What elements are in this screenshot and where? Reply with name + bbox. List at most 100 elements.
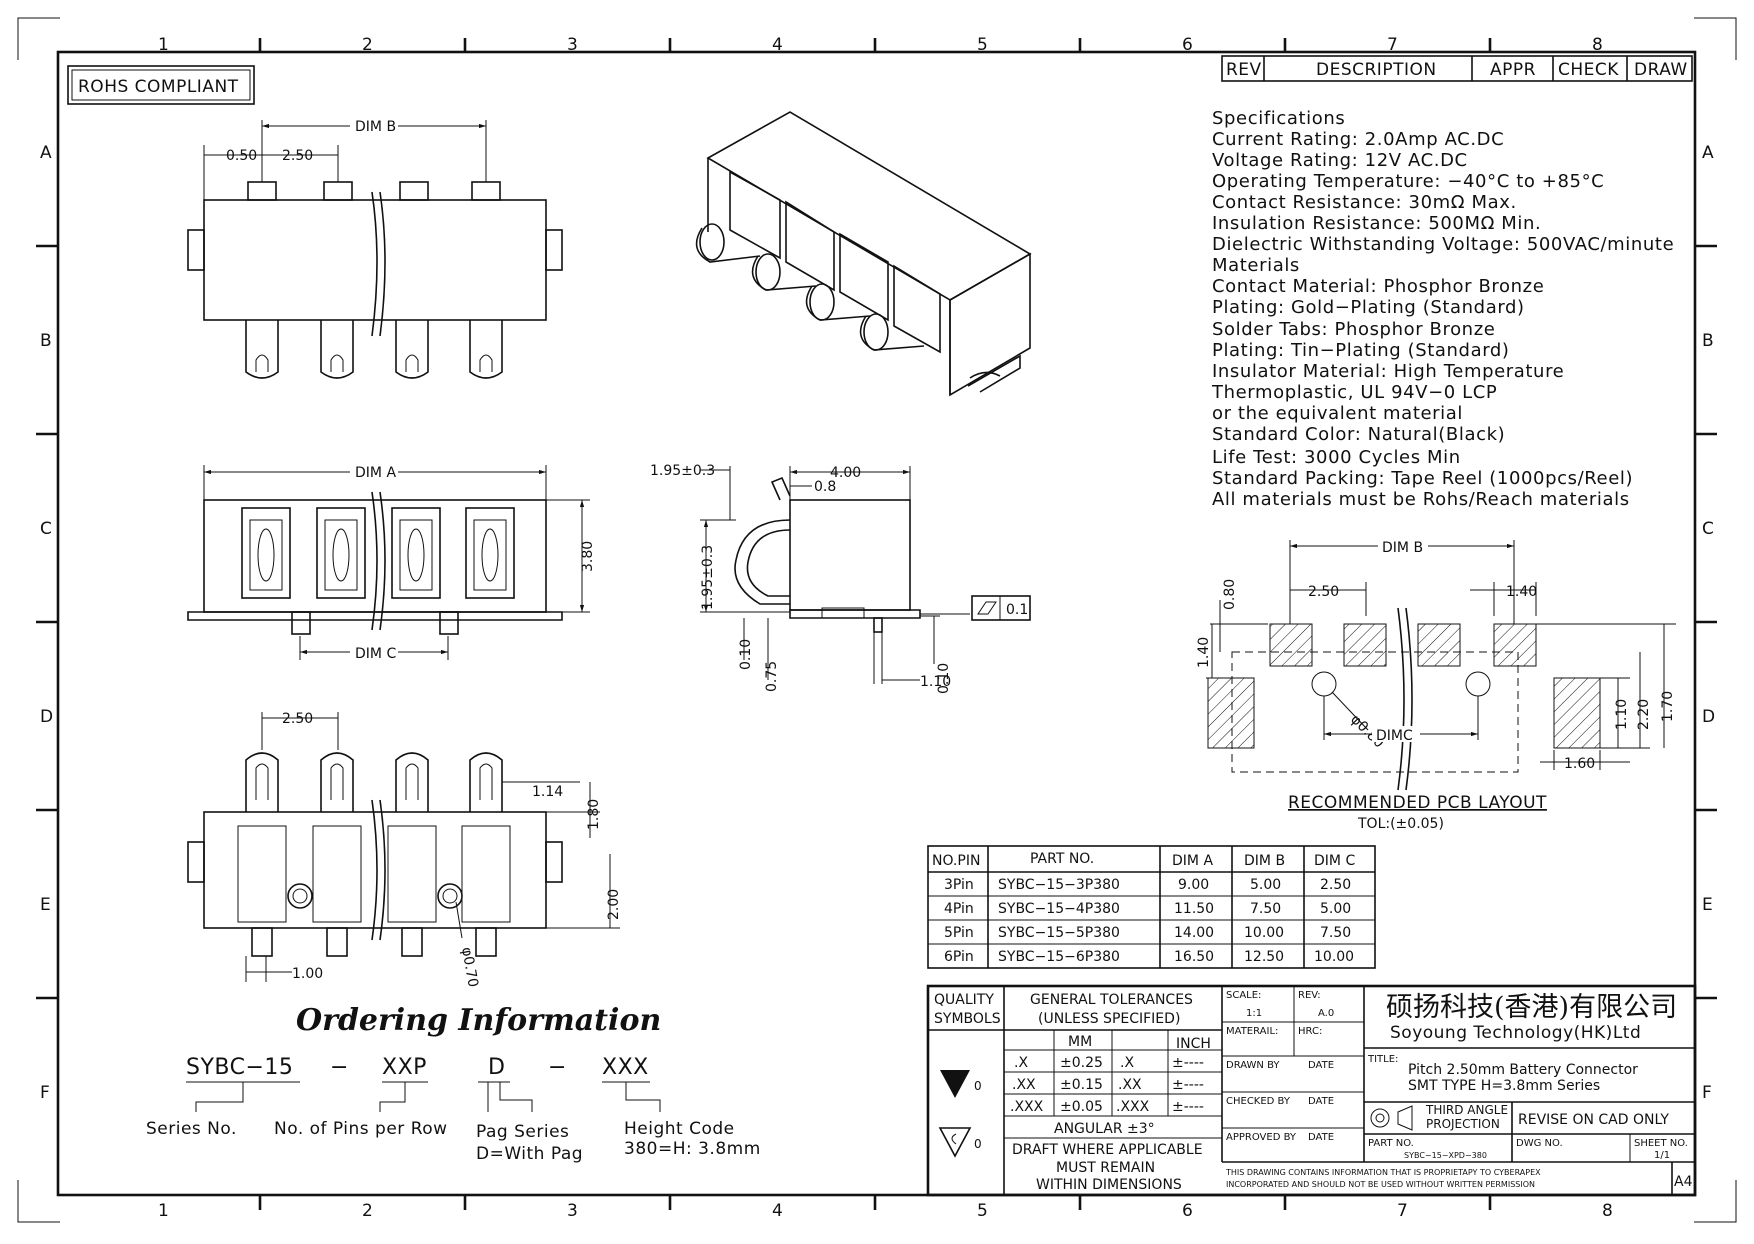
draft-note: DRAFT WHERE APPLICABLE xyxy=(1012,1142,1203,1158)
dim-label: 4.00 xyxy=(830,465,861,481)
order-label: 380=H: 3.8mm xyxy=(624,1139,761,1159)
rev-header: REV xyxy=(1226,60,1262,80)
dim-label: 0.75 xyxy=(764,661,780,692)
table-cell: 10.00 xyxy=(1244,925,1284,941)
company-name-cn: 硕扬科技(香港)有限公司 xyxy=(1386,992,1677,1023)
title-block: QUALITY SYMBOLS 0 0 GENERAL TOLERANCES (… xyxy=(926,984,1697,1197)
order-code: SYBC−15 xyxy=(186,1055,293,1080)
dim-label: 0.8 xyxy=(814,479,836,495)
dim-label: 2.50 xyxy=(282,148,313,164)
specifications-block: Specifications Current Rating: 2.0Amp AC… xyxy=(1211,108,1674,510)
table-cell: SYBC−15−3P380 xyxy=(998,877,1120,893)
zone-row-label: E xyxy=(1702,895,1713,915)
order-label: Height Code xyxy=(624,1119,735,1139)
draft-note: MUST REMAIN xyxy=(1056,1160,1155,1176)
dim-label: 1.40 xyxy=(1196,637,1212,668)
zone-col-label: 3 xyxy=(567,1201,578,1221)
symbols-label: SYMBOLS xyxy=(934,1011,1001,1027)
table-header: DIM B xyxy=(1244,853,1285,869)
dim-label: 0.10 xyxy=(738,639,754,670)
quality-symbol-sub: 0 xyxy=(974,1079,982,1093)
dim-label: 1.40 xyxy=(1506,584,1537,600)
quality-symbol-sub: 0 xyxy=(974,1137,982,1151)
check-header: CHECK xyxy=(1558,60,1619,80)
hrc-label: HRC: xyxy=(1298,1026,1322,1037)
zone-labels-bottom: 1 2 3 4 5 6 7 8 xyxy=(158,1201,1613,1221)
order-label: No. of Pins per Row xyxy=(274,1119,448,1139)
tol-cell: .X xyxy=(1014,1055,1028,1071)
quality-triangle-outline-icon xyxy=(938,1127,972,1158)
dim-label: DIMC xyxy=(1376,728,1413,744)
pcb-layout: DIM B 2.50 1.40 0.80 1.40 φ0.80 DIMC 1.1… xyxy=(1196,537,1676,832)
projection-label: PROJECTION xyxy=(1426,1117,1500,1131)
table-cell: 6Pin xyxy=(944,949,974,965)
material-label: MATERAIL: xyxy=(1226,1026,1278,1037)
dim-label: 1.80 xyxy=(586,799,602,830)
table-cell: 11.50 xyxy=(1174,901,1214,917)
date-label: DATE xyxy=(1308,1096,1334,1107)
sheet-corner-marks xyxy=(17,17,1737,1223)
table-header: DIM A xyxy=(1172,853,1213,869)
order-code: XXP xyxy=(382,1055,427,1080)
drawn-by-label: DRAWN BY xyxy=(1226,1060,1280,1071)
quality-triangle-filled-icon xyxy=(940,1070,970,1098)
projection-circle-icon xyxy=(1370,1108,1390,1128)
spec-line: Dielectric Withstanding Voltage: 500VAC/… xyxy=(1212,234,1674,255)
dim-label: 1.95±0.3 xyxy=(650,463,715,479)
zone-col-label: 2 xyxy=(362,35,373,55)
dim-label: 1.10 xyxy=(920,674,951,690)
quality-label: QUALITY xyxy=(934,992,994,1008)
zone-col-label: 1 xyxy=(158,35,169,55)
projection-cone-icon xyxy=(1397,1105,1413,1131)
table-cell: SYBC−15−4P380 xyxy=(998,901,1120,917)
tol-cell: ±0.25 xyxy=(1060,1055,1103,1071)
zone-col-label: 6 xyxy=(1182,35,1193,55)
tol-cell: .XX xyxy=(1012,1077,1036,1093)
order-label: D=With Pag xyxy=(476,1144,583,1164)
tol-angular: ANGULAR ±3° xyxy=(1054,1121,1155,1137)
table-cell: 10.00 xyxy=(1314,949,1354,965)
dim-label: DIM A xyxy=(355,465,396,481)
table-header: PART NO. xyxy=(1030,851,1094,867)
zone-col-label: 7 xyxy=(1397,1201,1408,1221)
zone-row-label: D xyxy=(1702,707,1716,727)
spec-line: Life Test: 3000 Cycles Min xyxy=(1212,447,1461,468)
dim-label: DIM B xyxy=(1382,540,1423,556)
table-cell: SYBC−15−6P380 xyxy=(998,949,1120,965)
dim-label: DIM B xyxy=(355,119,396,135)
revise-note: REVISE ON CAD ONLY xyxy=(1518,1112,1669,1128)
table-cell: 14.00 xyxy=(1174,925,1214,941)
order-code: XXX xyxy=(602,1055,649,1080)
pcb-tolerance: TOL:(±0.05) xyxy=(1357,816,1444,832)
table-cell: 3Pin xyxy=(944,877,974,893)
tol-title: GENERAL TOLERANCES xyxy=(1030,992,1193,1008)
part-number-table: NO.PIN PART NO. DIM A DIM B DIM C 3Pin S… xyxy=(927,845,1376,969)
ordering-information: Ordering Information SYBC−15 − XXP D − X… xyxy=(146,1003,761,1164)
rohs-stamp: ROHS COMPLIANT xyxy=(67,65,255,105)
tol-cell: .XX xyxy=(1118,1077,1142,1093)
description-header: DESCRIPTION xyxy=(1316,60,1437,80)
proprietary-notice: THIS DRAWING CONTAINS INFORMATION THAT I… xyxy=(1225,1168,1541,1177)
spec-line: Plating: Tin−Plating (Standard) xyxy=(1212,340,1510,361)
zone-col-label: 6 xyxy=(1182,1201,1193,1221)
bottom-view: 2.50 1.14 1.80 2.00 φ0.70 1.00 xyxy=(187,711,622,989)
zone-row-label: C xyxy=(40,519,52,539)
table-header: DIM C xyxy=(1314,853,1355,869)
rev-value: A.0 xyxy=(1318,1008,1334,1019)
spec-line: All materials must be Rohs/Reach materia… xyxy=(1212,489,1630,510)
zone-col-label: 8 xyxy=(1592,35,1603,55)
spec-line: Standard Packing: Tape Reel (1000pcs/Ree… xyxy=(1212,468,1633,489)
sheet-no-value: 1/1 xyxy=(1654,1150,1670,1161)
spec-line: Standard Color: Natural(Black) xyxy=(1212,424,1505,445)
dim-label: 1.70 xyxy=(1660,691,1676,722)
table-cell: 12.50 xyxy=(1244,949,1284,965)
dim-label: φ0.70 xyxy=(458,946,481,989)
zone-col-label: 3 xyxy=(567,35,578,55)
draft-note: WITHIN DIMENSIONS xyxy=(1036,1177,1182,1193)
tol-cell: .XXX xyxy=(1010,1099,1044,1115)
tol-cell: ±---- xyxy=(1172,1099,1204,1115)
spec-line: Operating Temperature: −40°C to +85°C xyxy=(1212,171,1604,192)
zone-labels-left: A B C D E F xyxy=(40,143,53,1103)
zone-col-label: 1 xyxy=(158,1201,169,1221)
